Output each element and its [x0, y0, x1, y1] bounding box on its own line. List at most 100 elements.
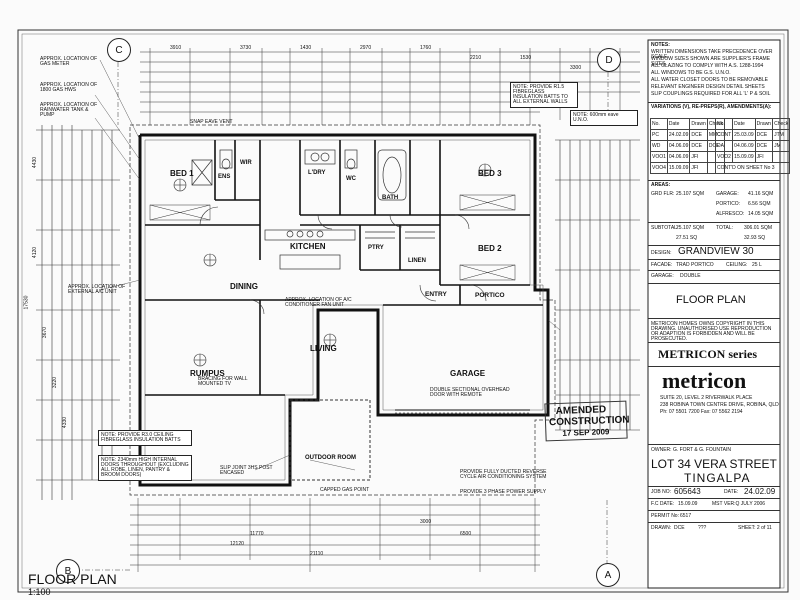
dim-bottom-2: 21110 [310, 551, 324, 557]
dim-bottom-4: 11770 [250, 531, 264, 537]
dim-top-2: 3730 [240, 45, 252, 51]
rev-cell: 15.09.09 [732, 151, 756, 163]
rev-h-drawn: Drawn [754, 118, 774, 130]
revision-header-row: No. Date Drawn Check [650, 118, 726, 130]
note-internal-doors: NOTE: 2340mm HIGH INTERNAL DOORS THROUGH… [98, 455, 192, 481]
note-slip-joint: SLIP JOINT 3HS POST ENCASED [220, 465, 273, 476]
fc-date-label: F.C DATE: [651, 501, 675, 507]
area-grd-label: GRD FLR: [651, 191, 675, 197]
rev-cell: JFI [689, 162, 708, 174]
note-snap-eave-vent: SNAP EAVE VENT [190, 119, 233, 125]
room-laundry: L'DRY [308, 170, 326, 176]
revision-row: CONT'D ON SHEET No 3 [714, 162, 791, 174]
series-title: METRICON series [658, 347, 757, 361]
rev-cell: 04.06.09 [732, 140, 756, 152]
room-linen: LINEN [408, 258, 426, 264]
fc-date: 15.09.09 [678, 501, 698, 507]
address-line-2: 238 ROBINA TOWN CENTRE DRIVE, ROBINA, QL… [660, 402, 779, 408]
date-label: DATE: [724, 489, 739, 495]
plan-title: FLOOR PLAN [28, 571, 117, 587]
rev-cont-note: CONT'D ON SHEET No 3 [714, 162, 791, 174]
room-bed-1: BED 1 [170, 169, 194, 178]
area-squares: 27.51 SQ [676, 235, 698, 241]
note-ducted-ac: PROVIDE FULLY DUCTED REVERSE CYCLE AIR C… [460, 469, 547, 480]
plan-scale: 1:100 [28, 587, 51, 597]
note-item-4: ALL WINDOWS TO BE G.S. U.N.O. [651, 70, 731, 76]
rev-cell: WD [650, 140, 668, 152]
note-insulation-walls: NOTE: PROVIDE R1.5 FIBREGLASS INSULATION… [510, 82, 578, 108]
note-item-3: ALL GLAZING TO COMPLY WITH A.S. 1288-199… [651, 63, 764, 69]
room-pantry: PTRY [368, 245, 384, 251]
dim-top-3: 1430 [300, 45, 312, 51]
dim-top-8: 3300 [570, 65, 582, 71]
room-portico: PORTICO [475, 292, 505, 299]
brand-logo: metricon [662, 368, 747, 393]
stamp-date: 17 SEP 2009 [562, 427, 610, 438]
note-eave: NOTE: 600mm eave U.N.O. [570, 110, 638, 126]
date-value: 24.02.09 [744, 487, 776, 496]
dim-left-1: 4430 [32, 156, 39, 169]
dim-left-6: 17530 [23, 295, 30, 310]
mst-version: MST VER:Q JULY 2006 [712, 501, 766, 507]
rev-h-date: Date [732, 118, 756, 130]
rev-cell: DCE [754, 140, 774, 152]
rev-cell: 24.02.09 [666, 129, 691, 141]
rev-h-drawn: Drawn [689, 118, 708, 130]
area-grd-value: 25.107 SQM [676, 191, 705, 197]
note-item-7: SLIP COUPLINGS REQUIRED FOR ALL 'L' P & … [651, 91, 771, 97]
note-item-5: ALL WATER CLOSET DOORS TO BE REMOVABLE [651, 77, 768, 83]
area-subtotal-label: SUBTOTAL: [651, 225, 679, 231]
note-ac-unit: APPROX. LOCATION OF EXTERNAL A/C UNIT [68, 284, 126, 295]
ceiling-label: CEILING: [726, 262, 748, 268]
amendments-header: VARIATIONS (V), RE-PREPS(R), AMENDMENTS(… [651, 104, 772, 110]
note-garage-door: DOUBLE SECTIONAL OVERHEAD DOOR WITH REMO… [430, 387, 510, 398]
drawn-by: DCE [674, 525, 685, 531]
facade-value: TRAD PORTICO [676, 262, 714, 268]
area-total-value: 306.01 SQM [744, 225, 773, 231]
rev-h-no: No. [650, 118, 668, 130]
garage-value: DOUBLE [680, 273, 701, 279]
rev-cell: JFI [689, 151, 708, 163]
rev-h-date: Date [666, 118, 691, 130]
stamp-line-2: CONSTRUCTION [548, 414, 630, 429]
title-block: NOTES: WRITTEN DIMENSIONS TAKE PRECEDENC… [648, 40, 791, 588]
note-item-2: WINDOW SIZES SHOWN ARE SUPPLIER'S FRAME … [651, 56, 771, 67]
rev-cell: DA [714, 140, 734, 152]
room-wc: WC [346, 176, 356, 182]
amended-construction-stamp: AMENDED CONSTRUCTION 17 SEP 2009 [544, 400, 630, 442]
room-living: LIVING [310, 344, 337, 353]
note-item-1: WRITTEN DIMENSIONS TAKE PRECEDENCE OVER … [651, 49, 773, 60]
grid-marker-b: B [56, 559, 80, 583]
area-total-label: TOTAL: [716, 225, 734, 231]
room-bed-2: BED 2 [478, 244, 502, 253]
notes-header: NOTES: [651, 42, 670, 48]
rev-cell: JFI [754, 151, 774, 163]
area-portico-label: PORTICO: [716, 201, 741, 207]
dim-bottom-3: 12120 [230, 541, 244, 547]
dim-bottom-1: 6500 [460, 531, 472, 537]
room-bath: BATH [382, 195, 399, 201]
rev-cell: DCE [689, 140, 708, 152]
dim-bottom-5: 3000 [420, 519, 432, 525]
rev-cell: JM [772, 140, 791, 152]
dim-top-7: 1530 [520, 55, 532, 61]
ceiling-value: 25 L [752, 262, 762, 268]
note-item-6: RELEVANT ENGINEER DESIGN DETAIL SHEETS [651, 84, 765, 90]
address-line-1: SUITE 20, LEVEL 2 RIVERWALK PLACE [660, 395, 753, 401]
rev-cell: VOO1 [650, 151, 668, 163]
design-name: GRANDVIEW 30 [678, 246, 754, 257]
note-gas-hws: APPROX. LOCATION OF 1800 GAS HWS [40, 82, 98, 93]
copyright-notice: METRICON HOMES OWNS COPYRIGHT IN THIS DR… [651, 321, 772, 342]
area-squares-total: 32.93 SQ [744, 235, 766, 241]
grid-marker-a: A [596, 563, 620, 587]
room-kitchen: KITCHEN [290, 242, 326, 251]
revision-header-row: No. Date Drawn Check [714, 118, 791, 130]
note-ceiling-insulation: NOTE: PROVIDE R3.0 CEILING FIBREGLASS IN… [98, 430, 192, 446]
